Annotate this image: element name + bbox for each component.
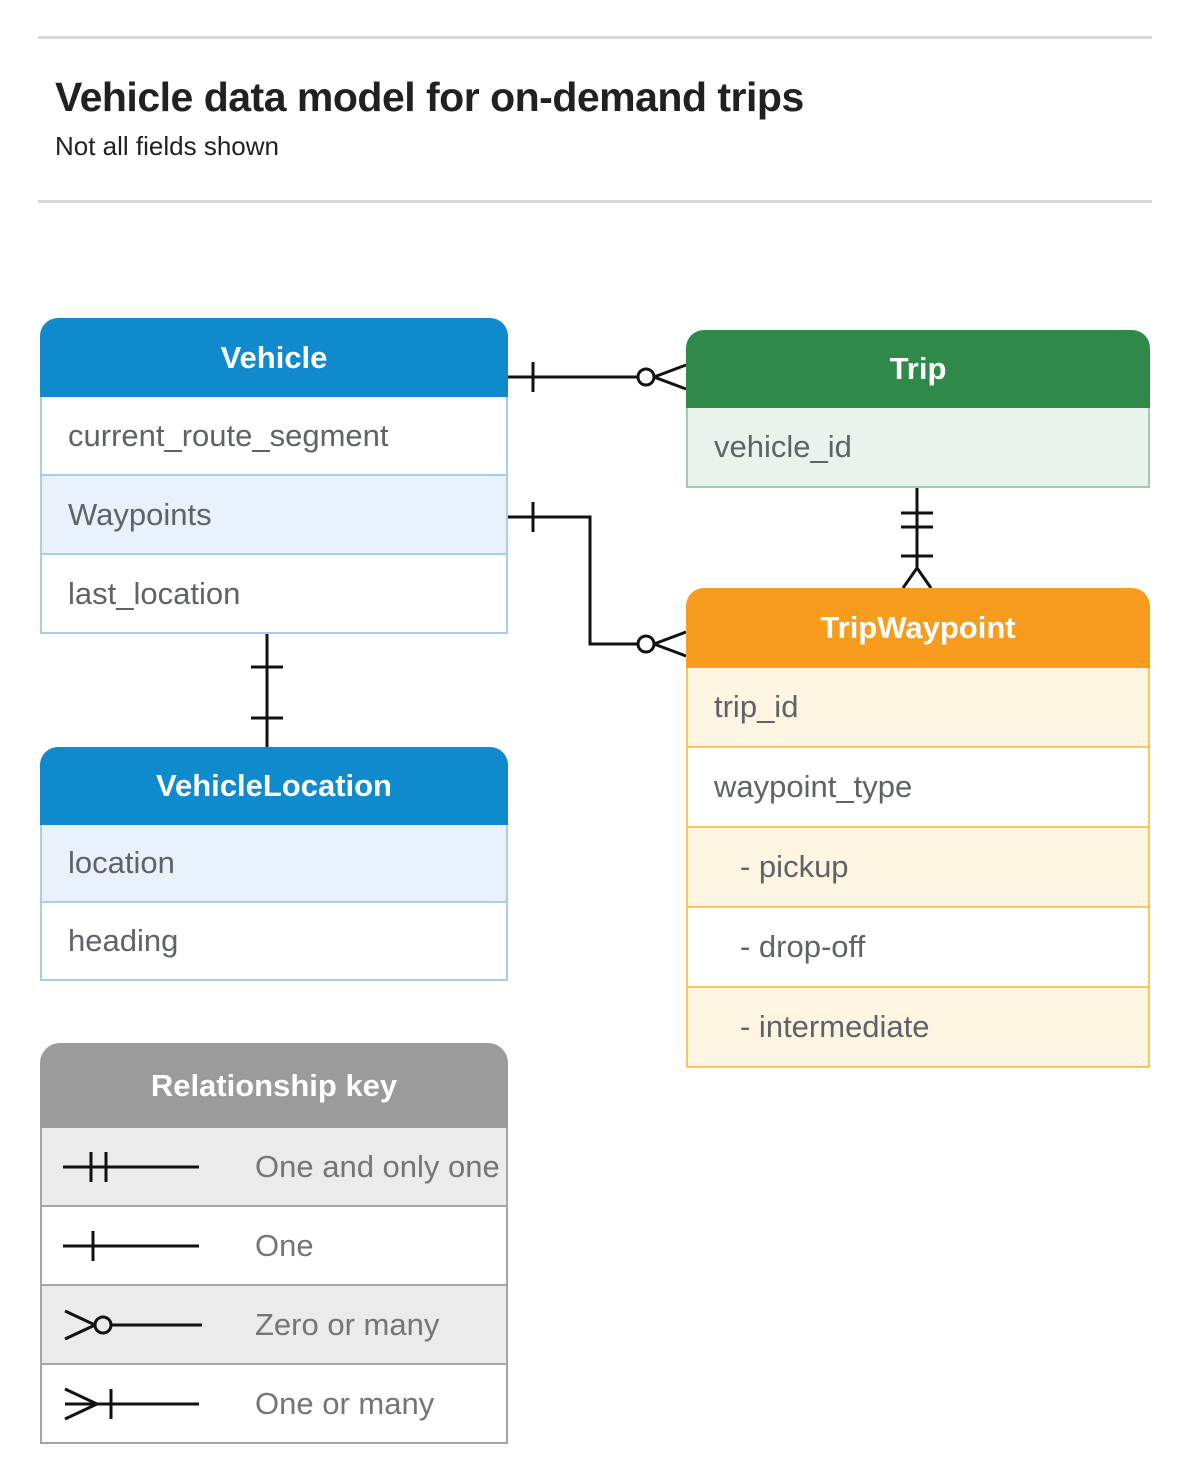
zero-or-many-icon	[64, 1309, 202, 1340]
legend-item-one-and-only-one: One and only one	[40, 1128, 508, 1207]
legend-label: One or many	[255, 1385, 435, 1421]
crow-foot	[653, 363, 687, 391]
legend-label: One	[255, 1227, 314, 1263]
field-waypoint-type-pickup: - pickup	[686, 828, 1150, 908]
one-and-only-one-icon	[63, 1151, 199, 1182]
zero-circle	[636, 367, 656, 387]
connector-vehicle-trip	[508, 362, 687, 392]
page-subtitle: Not all fields shown	[55, 131, 279, 161]
entity-tripwaypoint-title: TripWaypoint	[686, 588, 1150, 668]
field-waypoint-type-intermediate: - intermediate	[686, 988, 1150, 1068]
field-trip-id: trip_id	[686, 668, 1150, 748]
entity-vehicle: Vehicle current_route_segment Waypoints …	[40, 318, 508, 634]
field-location: location	[40, 825, 508, 903]
top-divider	[38, 36, 1152, 39]
field-waypoint-type-drop-off: - drop-off	[686, 908, 1150, 988]
legend-label: One and only one	[255, 1148, 500, 1184]
field-vehicle-id: vehicle_id	[686, 408, 1150, 488]
connector-trip-tripwaypoint	[901, 488, 933, 589]
one-icon	[63, 1230, 199, 1261]
one-or-many-icon	[64, 1387, 199, 1420]
crow-foot	[901, 567, 933, 589]
crow-foot	[653, 630, 687, 658]
entity-trip-title: Trip	[686, 330, 1150, 408]
legend-label: Zero or many	[255, 1306, 440, 1342]
field-waypoint-type: waypoint_type	[686, 748, 1150, 828]
connector-line	[508, 515, 638, 646]
relationship-key-title: Relationship key	[40, 1043, 508, 1128]
zero-circle	[636, 634, 656, 654]
legend-item-one: One	[40, 1207, 508, 1286]
entity-trip: Trip vehicle_id	[686, 330, 1150, 488]
connector-waypoints-tripwaypoint	[508, 502, 687, 658]
relationship-key: Relationship key One and only one One Ze…	[40, 1043, 508, 1444]
subtitle-divider	[38, 200, 1152, 203]
connector-vehicle-vehiclelocation	[251, 634, 283, 747]
page-title: Vehicle data model for on-demand trips	[55, 74, 804, 120]
entity-vehiclelocation-title: VehicleLocation	[40, 747, 508, 825]
legend-item-zero-or-many: Zero or many	[40, 1286, 508, 1365]
entity-tripwaypoint: TripWaypoint trip_id waypoint_type - pic…	[686, 588, 1150, 1068]
one-and-only-one-ticks	[901, 511, 933, 529]
field-heading: heading	[40, 903, 508, 981]
field-waypoints: Waypoints	[40, 476, 508, 555]
field-current-route-segment: current_route_segment	[40, 397, 508, 476]
legend-item-one-or-many: One or many	[40, 1365, 508, 1444]
entity-vehiclelocation: VehicleLocation location heading	[40, 747, 508, 981]
entity-vehicle-title: Vehicle	[40, 318, 508, 397]
field-last-location: last_location	[40, 555, 508, 634]
